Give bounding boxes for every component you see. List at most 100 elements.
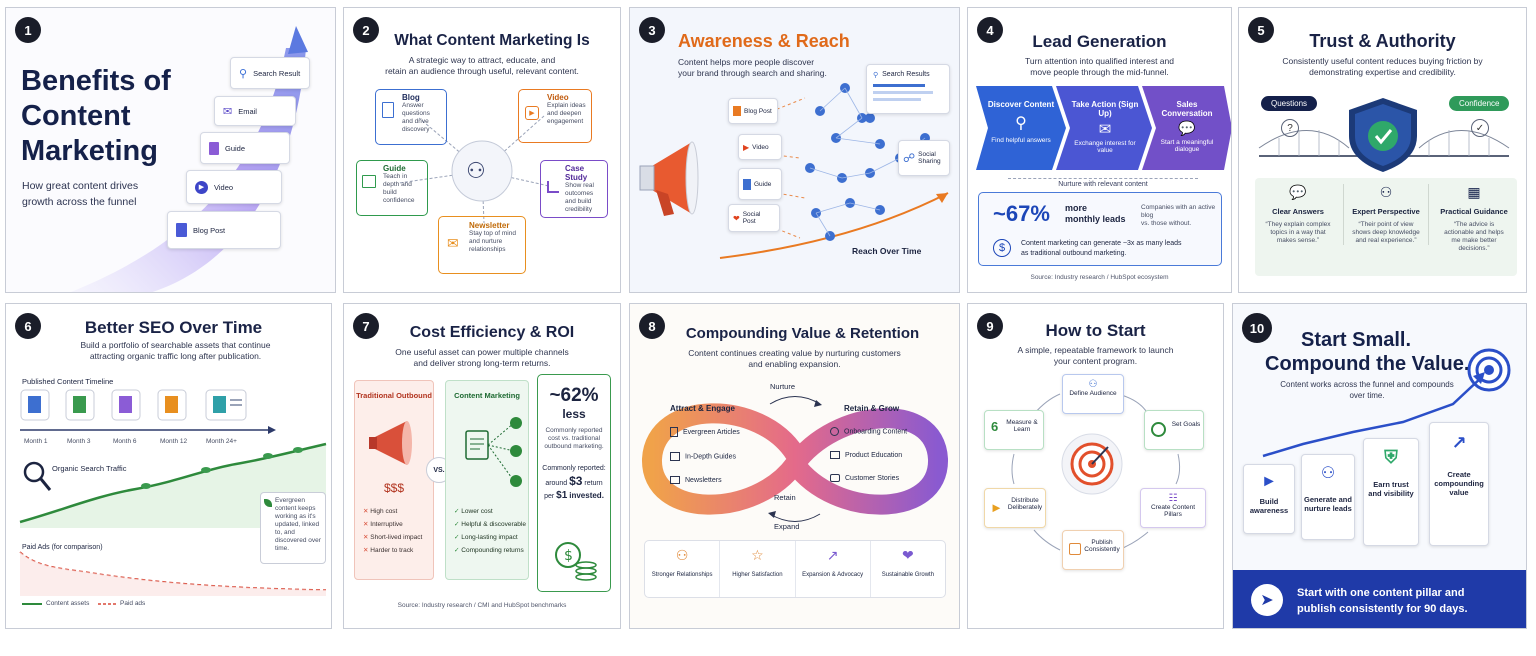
question-icon: ? (1281, 119, 1299, 137)
rocket-icon: ➤ (1251, 584, 1283, 616)
panel-lead-generation: 4 Lead Generation Turn attention into qu… (967, 7, 1232, 293)
cta-text: Start with one content pillar and (1297, 587, 1465, 599)
panel-number: 8 (639, 313, 665, 339)
play-icon: ▶ (743, 142, 750, 152)
panel-subtitle: A strategic way to attract, educate, and (408, 55, 556, 65)
megaphone-icon (634, 128, 714, 218)
stat-note: as traditional outbound marketing. (1021, 250, 1127, 257)
heart-icon: ❤ (733, 213, 740, 223)
stat-unit: less (562, 407, 586, 421)
target-icon (1151, 422, 1166, 437)
stat-desc: vs. those without. (1141, 220, 1192, 227)
list-item: ✓ Lower cost (454, 508, 493, 515)
building-icon: ☷ (1168, 493, 1178, 504)
panel-title: What Content Marketing Is (394, 32, 590, 49)
shield-icon: ⛨ (1384, 447, 1398, 467)
step-publish: Publish Consistently (1062, 530, 1124, 570)
panel-subtitle: Content helps more people discover (678, 57, 815, 67)
panel-subtitle: A simple, repeatable framework to launch (1017, 345, 1174, 355)
stack-card-search: ⚲ Search Result (230, 57, 310, 89)
list-item: ✕ Interruptive (363, 521, 403, 528)
panel-title: Compounding Value & Retention (685, 325, 920, 342)
panel-number: 3 (639, 17, 665, 43)
stat-note: Content marketing can generate ~3x as ma… (1021, 240, 1182, 247)
list-item: Evergreen Articles (670, 427, 766, 437)
step-set-goals: Set Goals (1144, 410, 1204, 450)
step-title: Discover Content (987, 100, 1055, 109)
list-item: Customer Stories (830, 474, 930, 482)
list-item: Newsletters (670, 476, 766, 484)
node-title: Blog (402, 93, 420, 102)
chat-icon: 💬 (1178, 120, 1196, 136)
step-sales: Sales Conversation 💬 Start a meaningful … (1154, 94, 1220, 172)
play-icon: ▶ (525, 106, 539, 120)
guide-icon (209, 141, 219, 155)
expand-label: Expand (774, 522, 800, 531)
panel-subtitle: One useful asset can power multiple chan… (395, 347, 569, 357)
panel-subtitle: Consistently useful content reduces buyi… (1282, 56, 1483, 66)
col-practical: ▦ Practical Guidance “The advice is acti… (1431, 184, 1517, 253)
cta-banner: ➤ Start with one content pillar and publ… (1233, 570, 1526, 628)
step-measure: 6 Measure & Learn (984, 410, 1044, 450)
hero-title-line: Marketing (21, 135, 158, 167)
list-item: ✕ Harder to track (363, 547, 414, 554)
list-item: ✕ High cost (363, 508, 398, 515)
col-quote: “They explain complex topics in a way th… (1265, 221, 1331, 244)
panel-cost-roi: 7 Cost Efficiency & ROI One useful asset… (343, 303, 621, 629)
panel-subtitle: attracting organic traffic long after pu… (89, 351, 262, 361)
panel-title: Trust & Authority (1309, 31, 1456, 51)
nurture-label: Nurture (770, 382, 796, 391)
list-item: Onboarding Content (830, 427, 930, 436)
panel-start-small: 10 Start Small. Compound the Value. Cont… (1232, 303, 1527, 629)
col-expert: ⚇ Expert Perspective “Their point of vie… (1343, 184, 1429, 245)
node-desc: Show real outcomes and build credibility (565, 182, 594, 213)
source-note: Source: Industry research / CMI and HubS… (397, 602, 567, 609)
panel-subtitle: Turn attention into qualified interest a… (1024, 56, 1174, 66)
stat-box: ~67% more monthly leads Companies with a… (978, 192, 1222, 266)
outcome-item: ☆ Higher Satisfaction (720, 541, 796, 597)
outcome-item: ⚇ Stronger Relationships (645, 541, 721, 597)
node-title: Guide (383, 164, 406, 173)
item-video: ▶Video (738, 134, 782, 160)
email-icon: ✉ (223, 105, 233, 118)
stack-card-blog: Blog Post (167, 211, 281, 249)
panel-subtitle: Build a portfolio of searchable assets t… (80, 340, 271, 350)
book-icon (670, 452, 680, 461)
col-clear-answers: 💬 Clear Answers “They explain complex to… (1255, 184, 1341, 245)
share-icon: ☍ (903, 151, 916, 165)
step-desc: Find helpful answers (991, 137, 1051, 144)
node-desc: Stay top of mind and nurture relationshi… (469, 230, 516, 253)
svg-text:$: $ (564, 548, 573, 564)
list-item: Product Education (830, 451, 930, 459)
panel-number: 1 (15, 17, 41, 43)
star-icon: ☆ (751, 547, 764, 563)
stack-card-email: ✉ Email (214, 96, 296, 126)
node-desc: Explain ideas and deepen engagement (547, 102, 586, 125)
people-icon: ⚇ (1320, 465, 1336, 482)
month-label: Month 6 (113, 438, 137, 445)
column-title: Traditional Outbound (356, 391, 432, 400)
panel-title: Awareness & Reach (678, 31, 850, 51)
step-distribute: ► Distribute Deliberately (984, 488, 1046, 528)
panel-subtitle: your brand through search and sharing. (678, 68, 827, 78)
panel-number: 7 (353, 313, 379, 339)
email-icon: ✉ (1098, 121, 1112, 138)
group-title: Attract & Engage (670, 404, 735, 413)
search-icon: ⚲ (1015, 115, 1027, 132)
hero-title-line: Benefits of (21, 65, 171, 97)
outcomes-bar: ⚇ Stronger Relationships ☆ Higher Satisf… (644, 540, 946, 598)
seo-timeline (19, 389, 327, 605)
stat-value: ~62% (549, 385, 599, 406)
stack-card-guide: Guide (200, 132, 290, 164)
step-discover: Discover Content ⚲ Find helpful answers (986, 94, 1056, 172)
panel-seo: 6 Better SEO Over Time Build a portfolio… (5, 303, 332, 629)
step-title: Take Action (Sign Up) (1071, 100, 1139, 118)
item-blog-post: Blog Post (728, 98, 778, 124)
panel-number: 2 (353, 17, 379, 43)
legend-content: Content assets (46, 600, 90, 607)
panel-title: Compound the Value. (1265, 353, 1470, 375)
panel-title: Better SEO Over Time (84, 318, 263, 337)
panel-number: 6 (15, 313, 41, 339)
panel-number: 9 (977, 313, 1003, 339)
node-title: Case Study (565, 164, 588, 182)
